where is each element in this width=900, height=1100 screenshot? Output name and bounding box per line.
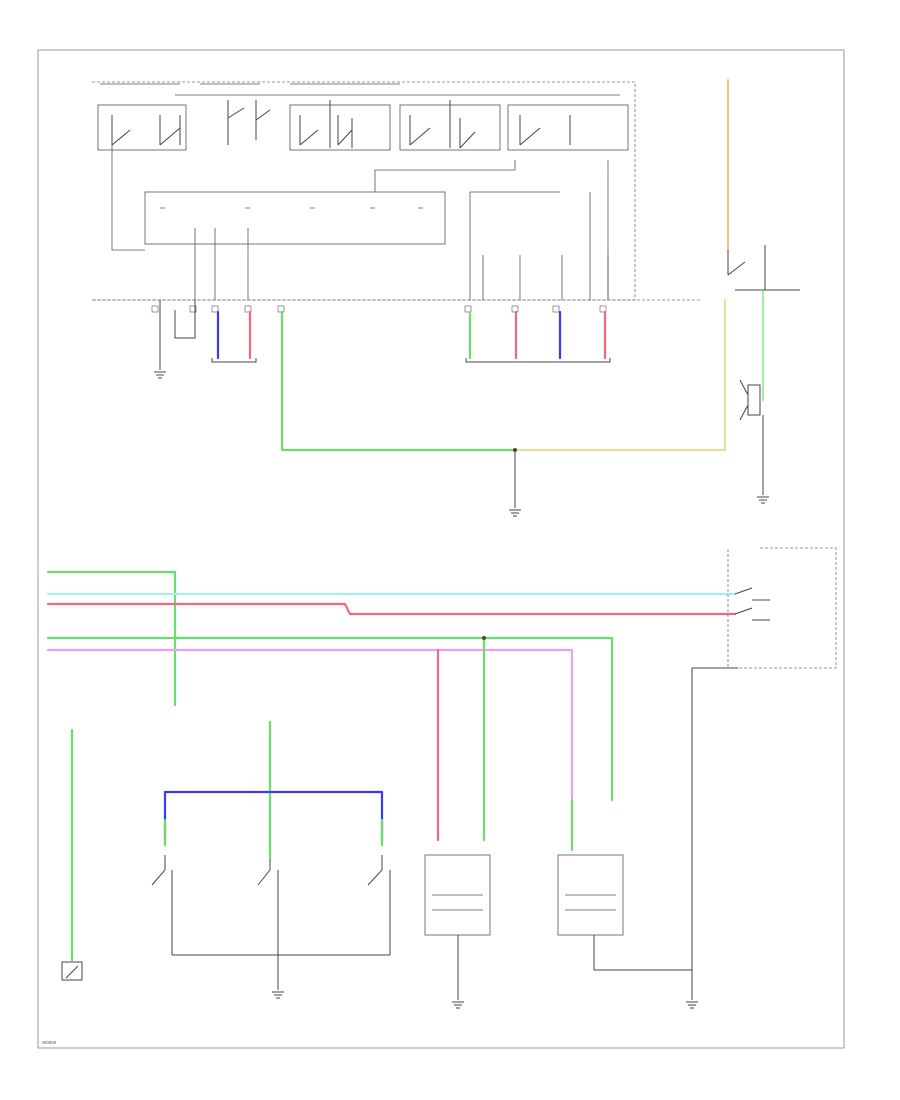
door-switch-group	[151, 855, 391, 990]
door-lock-assembly-outline	[727, 547, 837, 669]
connector-pins-left	[151, 305, 285, 313]
ground-symbol-left	[154, 371, 166, 379]
switch-right-column	[727, 245, 800, 291]
wire-assembly-to-ground	[594, 667, 738, 1000]
control-unit-box	[144, 191, 446, 245]
door-lock-actuator-2	[557, 854, 624, 936]
connector-bracket-right	[465, 358, 611, 363]
diagram-footer-code: W0000	[42, 1040, 57, 1045]
connector-pins-right	[464, 305, 607, 313]
switch-bottom-left-corner	[61, 961, 83, 981]
switch-row-top	[97, 100, 629, 151]
wire-green-main	[280, 310, 517, 452]
component-right-column	[739, 379, 761, 421]
ground-symbol-bottom-right	[686, 1001, 698, 1009]
ground-symbol-actuator-1	[452, 1001, 464, 1009]
control-unit-connectors	[111, 145, 609, 300]
diagram-frame	[37, 49, 845, 1049]
wire-green-bottom-top	[46, 570, 177, 707]
upper-module-right-pins	[470, 191, 609, 300]
wire-pink-bottom	[46, 648, 574, 842]
wire-blue-bridge	[163, 790, 384, 842]
wire-red-bottom	[46, 602, 737, 616]
connector-bracket-left	[211, 358, 257, 363]
ground-symbol-right	[757, 496, 769, 504]
module-outline-upper	[92, 81, 636, 301]
ground-symbol-switches	[272, 991, 284, 999]
power-bus-top	[100, 83, 620, 96]
door-lock-switches	[734, 587, 770, 621]
actuator-internals	[432, 894, 616, 911]
splice-actuator-1	[482, 636, 486, 640]
wire-yellow-main	[513, 298, 727, 452]
ground-symbol-center	[509, 509, 521, 517]
wire-green-bottom-long	[46, 636, 614, 802]
wire-left-ground	[159, 300, 196, 370]
